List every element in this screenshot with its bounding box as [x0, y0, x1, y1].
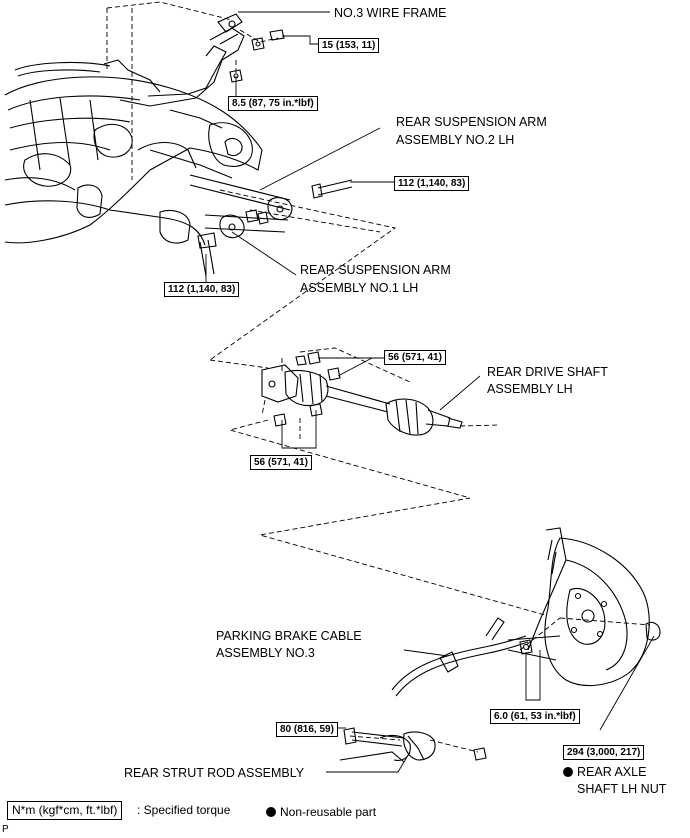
alignment-dashed-lines [106, 1, 651, 753]
legend-dot-icon [266, 807, 276, 817]
drive-shaft-nuts [273, 351, 341, 427]
drive-shaft [261, 364, 463, 436]
axle-nut-label-text: REAR AXLE [577, 765, 647, 779]
legend-specified-torque: : Specified torque [137, 803, 231, 817]
parking-brake-cable [391, 617, 529, 697]
label-parking-brake-cable-line2: ASSEMBLY NO.3 [216, 646, 315, 660]
legend-non-reusable-text: Non-reusable part [280, 805, 377, 819]
label-drive-shaft-line2: ASSEMBLY LH [487, 382, 573, 396]
torque-wire-frame-nut: 8.5 (87, 75 in.*lbf) [228, 96, 318, 111]
torque-drive-shaft-lower: 56 (571, 41) [250, 455, 312, 470]
suspension-arms [189, 174, 353, 277]
suspension-member [4, 61, 263, 246]
label-arm-no2-line2: ASSEMBLY NO.2 LH [396, 133, 515, 147]
torque-wire-frame-bolt: 15 (153, 11) [318, 38, 380, 53]
label-wire-frame: NO.3 WIRE FRAME [334, 6, 447, 20]
corner-mark: P [2, 824, 9, 835]
torque-cable-bolt: 6.0 (61, 53 in.*lbf) [490, 709, 580, 724]
axle-carrier [507, 527, 661, 687]
strut-rod [339, 727, 487, 763]
torque-strut-bolt: 80 (816, 59) [276, 722, 338, 737]
label-axle-nut-line1: REAR AXLE [563, 764, 646, 780]
label-axle-nut-line2: SHAFT LH NUT [577, 782, 667, 796]
label-parking-brake-cable-line1: PARKING BRAKE CABLE [216, 629, 362, 643]
legend-torque-unit: N*m (kgf*cm, ft.*lbf) [7, 801, 123, 820]
label-arm-no1-line2: ASSEMBLY NO.1 LH [300, 281, 419, 295]
wire-frame-bracket [103, 13, 245, 107]
label-drive-shaft-line1: REAR DRIVE SHAFT [487, 365, 608, 379]
torque-drive-shaft-upper: 56 (571, 41) [384, 350, 446, 365]
label-strut-rod: REAR STRUT ROD ASSEMBLY [124, 766, 305, 780]
wire-frame-fasteners [229, 29, 285, 83]
label-arm-no2-line1: REAR SUSPENSION ARM [396, 115, 547, 129]
torque-arm-no2-bolt: 112 (1,140, 83) [394, 176, 470, 191]
torque-arm-no1-bolt: 112 (1,140, 83) [164, 282, 240, 297]
label-arm-no1-line1: REAR SUSPENSION ARM [300, 263, 451, 277]
torque-axle-nut: 294 (3,000, 217) [563, 745, 645, 760]
legend-non-reusable: Non-reusable part [266, 805, 376, 820]
leader-lines [205, 11, 655, 773]
non-reusable-dot-icon [563, 767, 573, 777]
